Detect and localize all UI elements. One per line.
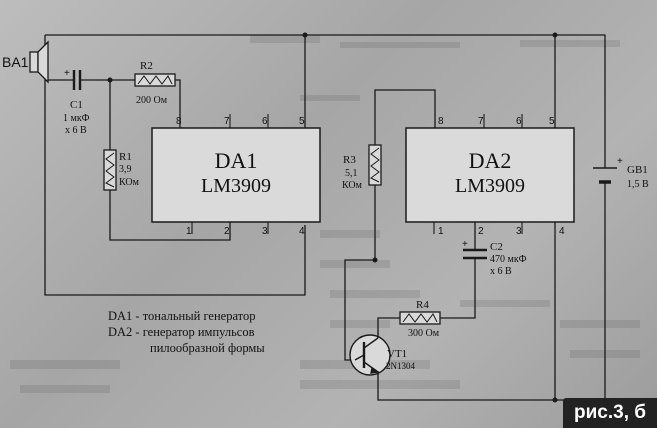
r4-left-lead — [377, 317, 400, 330]
left-bus-wire — [44, 80, 306, 296]
r2-value-label: 200 Ом — [136, 95, 168, 106]
junction-dot — [372, 257, 378, 263]
junction-dot — [552, 397, 558, 403]
da1-pin-4: 4 — [299, 226, 305, 237]
da1-pin-stubs — [191, 114, 269, 234]
figure-caption-text: рис.3, б — [574, 402, 646, 423]
r4-value-label: 300 Ом — [408, 328, 440, 339]
da2-pin-1: 1 — [438, 226, 444, 237]
r4-ref-label: R4 — [416, 299, 429, 311]
r1-ref-label: R1 — [119, 151, 132, 163]
c2-rating-label: х 6 В — [490, 266, 512, 277]
junction-dot — [302, 32, 308, 38]
da1-pins: 8 7 6 5 1 2 3 4 — [176, 116, 305, 237]
figure-caption: рис.3, б — [563, 398, 657, 428]
transistor-vt1 — [349, 330, 391, 380]
gb1-ref-label: GB1 — [627, 164, 648, 176]
top-rail-wire — [45, 34, 606, 168]
vt1-collector-lead — [377, 380, 605, 401]
r3-ref-label: R3 — [343, 154, 356, 166]
gb1-value-label: 1,5 В — [627, 179, 649, 190]
da2-ref-label: DA2 — [469, 148, 512, 173]
da2-pin-2: 2 — [478, 226, 484, 237]
speaker-label: BA1 — [2, 54, 29, 70]
junction-dot — [552, 32, 558, 38]
da1-ref-label: DA1 — [215, 148, 258, 173]
da1-pin-3: 3 — [262, 226, 268, 237]
da2-pin-4: 4 — [559, 226, 565, 237]
da2-pin-6: 6 — [516, 116, 522, 127]
r3-loop-wire — [374, 89, 436, 145]
r2-ref-label: R2 — [140, 60, 153, 72]
c2-value-label: 470 мкФ — [490, 254, 527, 265]
battery-gb1 — [593, 167, 617, 184]
da2-pins: 8 7 6 5 1 2 3 4 — [438, 116, 565, 237]
da1-pin-1: 1 — [186, 226, 192, 237]
r3-value-label: 5,1 — [345, 168, 358, 179]
wires — [44, 34, 606, 401]
capacitor-c2 — [463, 248, 487, 260]
speaker-symbol — [29, 40, 49, 84]
c1-rating-label: х 6 В — [65, 125, 87, 136]
c1-ref-label: C1 — [70, 99, 83, 111]
gb1-polarity: + — [617, 156, 623, 167]
capacitor-c1 — [72, 70, 82, 90]
da1-pin-8: 8 — [176, 116, 182, 127]
r3-bottom-lead — [344, 185, 376, 361]
da2-pin-8: 8 — [438, 116, 444, 127]
legend-line-2: DA2 - генератор импульсов — [108, 325, 255, 339]
c2-bottom-lead — [440, 258, 476, 319]
da2-pin-5: 5 — [549, 116, 555, 127]
r1-bottom-lead — [109, 190, 231, 241]
da2-pin-3: 3 — [516, 226, 522, 237]
c2-polarity: + — [462, 239, 468, 250]
da2-pin-7: 7 — [478, 116, 484, 127]
r2-right-lead — [175, 79, 181, 128]
da1-part-label: LM3909 — [201, 175, 271, 197]
c1-polarity: + — [64, 68, 70, 79]
ic-da2 — [405, 127, 575, 223]
da1-pin-6: 6 — [262, 116, 268, 127]
da1-pin-2: 2 — [224, 226, 230, 237]
junctions — [107, 32, 558, 403]
junction-dot — [107, 77, 113, 83]
ic-da1 — [151, 127, 321, 223]
vt1-ref-label: VT1 — [387, 348, 407, 360]
vt1-part-label: 2N1304 — [386, 361, 415, 371]
da2-pin-stubs — [433, 114, 523, 234]
c2-ref-label: C2 — [490, 241, 503, 253]
da1-pin-7: 7 — [224, 116, 230, 127]
r1-unit-label: КОм — [119, 177, 140, 188]
r1-value-label: 3,9 — [119, 164, 132, 175]
legend-line-3: пилообразной формы — [150, 341, 265, 355]
r3-unit-label: КОм — [342, 180, 363, 191]
da1-pin-5: 5 — [299, 116, 305, 127]
legend-line-1: DA1 - тональный генератор — [108, 309, 255, 323]
c1-value-label: 1 мкФ — [63, 113, 90, 124]
da2-part-label: LM3909 — [455, 175, 525, 197]
